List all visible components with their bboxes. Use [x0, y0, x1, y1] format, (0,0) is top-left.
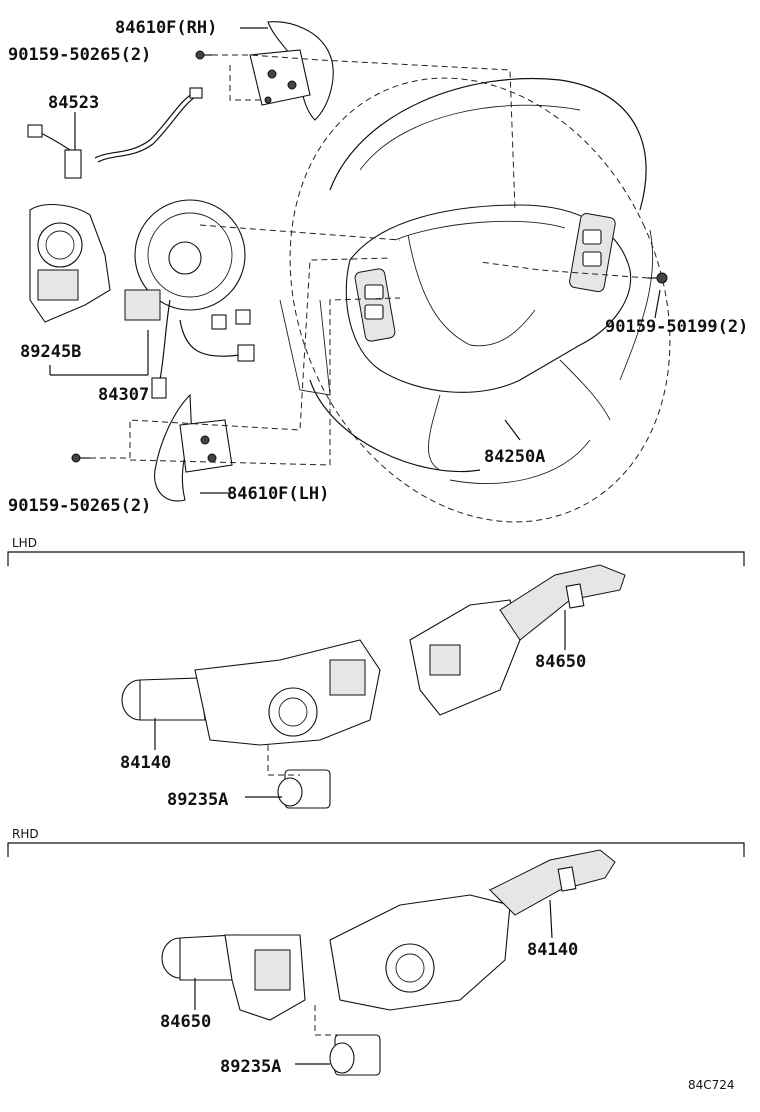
part-label-84523: 84523	[48, 93, 99, 113]
switch-89235a-lhd	[267, 745, 331, 809]
part-label-89245b: 89245B	[20, 342, 81, 362]
paddle-shifter-rh	[249, 21, 334, 121]
turn-signal-switch-rhd	[329, 849, 616, 1011]
section-rhd: RHD 84140 84650 89235A	[7, 827, 745, 1077]
wiper-switch-lhd	[409, 564, 626, 716]
paddle-shifter-lh	[154, 393, 233, 502]
wiper-switch-rhd	[161, 934, 306, 1021]
part-label-84250a: 84250A	[484, 447, 545, 467]
part-label-84307: 84307	[98, 385, 149, 405]
part-label-90159-50265-bottom: 90159-50265(2)	[8, 496, 151, 516]
turn-signal-switch-lhd	[121, 639, 381, 746]
part-label-84650-lhd: 84650	[535, 652, 586, 672]
spiral-cable	[124, 199, 255, 399]
part-label-84140-rhd: 84140	[527, 940, 578, 960]
steering-wheel-assembly	[279, 77, 671, 523]
bolt-icon	[71, 50, 668, 463]
section-title-lhd: LHD	[12, 536, 37, 550]
part-label-90159-50265-top: 90159-50265(2)	[8, 45, 151, 65]
part-label-90159-50199: 90159-50199(2)	[605, 317, 748, 337]
figure-code: 84C724	[688, 1078, 735, 1092]
wire-harness	[27, 87, 203, 179]
part-label-84610f-rh: 84610F(RH)	[115, 18, 217, 38]
steering-sensor-cover	[29, 204, 111, 323]
part-label-84610f-lh: 84610F(LH)	[227, 484, 329, 504]
part-label-89235a-lhd: 89235A	[167, 790, 228, 810]
section-lhd: LHD 84650 84140 89235A	[7, 536, 745, 810]
leader-lines	[49, 27, 661, 494]
part-label-89235a-rhd: 89235A	[220, 1057, 281, 1077]
part-label-84140-lhd: 84140	[120, 753, 171, 773]
section-title-rhd: RHD	[12, 827, 39, 841]
switch-89235a-rhd	[314, 1005, 381, 1076]
part-label-84650-rhd: 84650	[160, 1012, 211, 1032]
